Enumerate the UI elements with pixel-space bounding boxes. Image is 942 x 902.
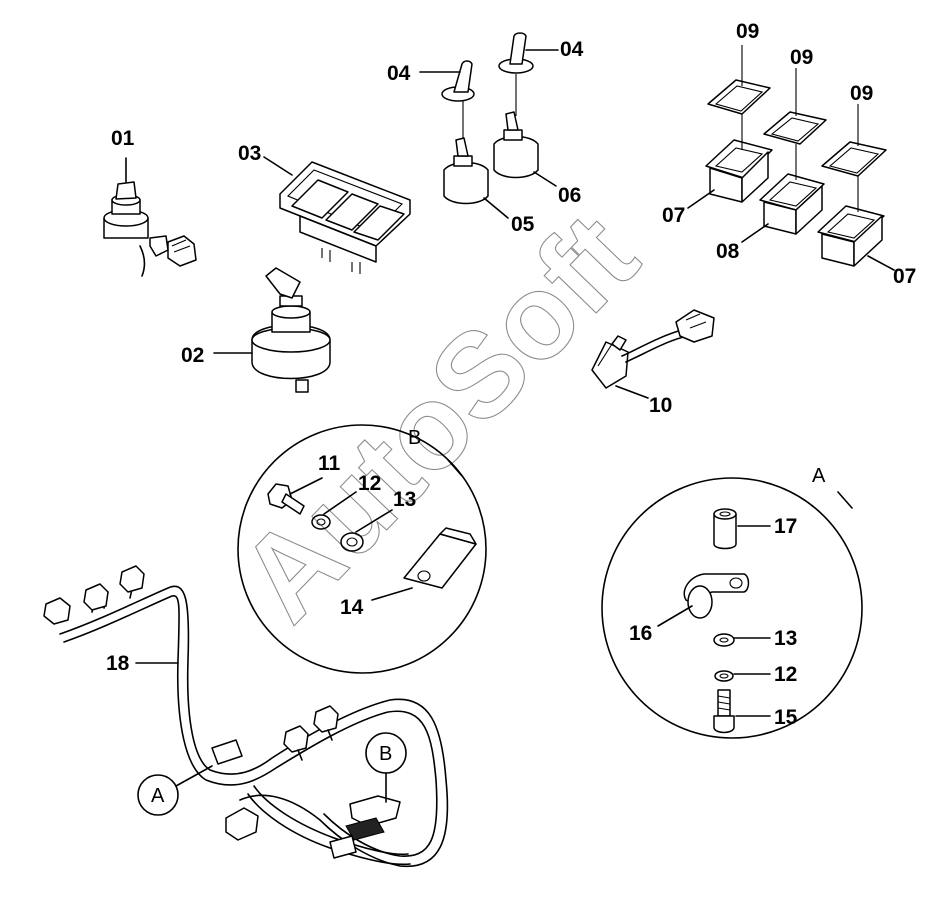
label-08: 08 (716, 240, 740, 263)
harness-callout-b-label: B (379, 743, 392, 765)
leader-12-b (323, 491, 357, 515)
label-06: 06 (558, 184, 581, 207)
part-13-flat-washer-a (713, 633, 735, 647)
label-14: 14 (340, 596, 364, 619)
label-17: 17 (774, 515, 797, 538)
part-12-lock-washer-b (311, 514, 331, 530)
part-03-rocker-switch-panel (279, 161, 411, 274)
part-09-lens-top (707, 79, 771, 115)
part-15-bolt (713, 689, 735, 734)
part-18-wiring-harness (43, 565, 449, 868)
part-04-boot-right (498, 32, 534, 74)
part-14-bracket (403, 527, 477, 589)
detail-b-tick (447, 459, 463, 477)
leader-10 (615, 385, 649, 399)
part-10-micro-switch (591, 309, 715, 389)
label-13-b: 13 (393, 488, 416, 511)
label-16: 16 (629, 622, 652, 645)
part-09-lens-middle (763, 111, 827, 145)
label-15: 15 (774, 706, 798, 729)
leader-11 (289, 477, 323, 495)
leader-07-right (867, 255, 895, 271)
label-05: 05 (511, 213, 535, 236)
part-02-ignition-switch (251, 267, 331, 393)
harness-callout-a-leader (175, 765, 213, 787)
leader-06 (533, 171, 557, 187)
label-09-right: 09 (850, 82, 873, 105)
leader-05 (483, 197, 509, 219)
label-07-right: 07 (893, 265, 916, 288)
leader-08 (741, 223, 769, 243)
part-07-blank-plug-top (705, 139, 773, 203)
harness-callout-a (137, 774, 179, 816)
leader-07-top (687, 189, 715, 209)
label-04-right: 04 (560, 38, 584, 61)
detail-circle-a (601, 477, 863, 739)
leader-16 (657, 605, 693, 627)
label-13-a: 13 (774, 627, 797, 650)
label-02: 02 (181, 344, 204, 367)
leader-03 (263, 156, 293, 176)
detail-circle-b (237, 424, 487, 674)
leader-13-b (355, 509, 393, 533)
label-12-a: 12 (774, 663, 797, 686)
part-17-spacer (713, 508, 737, 550)
part-08-blank-plug (759, 173, 825, 235)
label-10: 10 (649, 394, 672, 417)
label-03: 03 (238, 142, 261, 165)
part-01-selector-switch (103, 181, 197, 277)
label-18: 18 (106, 652, 130, 675)
detail-a-label: A (812, 465, 826, 487)
label-04-left: 04 (387, 62, 411, 85)
part-04-boot-left (441, 60, 475, 102)
label-11: 11 (318, 452, 341, 475)
harness-callout-a-label: A (151, 785, 165, 807)
detail-a-tick (837, 491, 853, 509)
part-16-clamp (683, 573, 750, 619)
label-07-top: 07 (662, 204, 685, 227)
detail-b-label: B (408, 427, 421, 449)
leader-14 (371, 587, 413, 601)
part-12-lock-washer-a (714, 670, 734, 682)
part-11-bolt (267, 483, 305, 515)
label-09-top: 09 (736, 20, 759, 43)
label-01: 01 (111, 127, 135, 150)
part-09-lens-right (821, 141, 887, 177)
part-07-blank-plug-right (817, 205, 885, 267)
part-06-toggle-switch (493, 111, 539, 179)
label-09-middle: 09 (790, 46, 813, 69)
label-12-b: 12 (358, 472, 381, 495)
part-05-toggle-switch (443, 137, 489, 205)
part-13-flat-washer-b (340, 532, 364, 552)
